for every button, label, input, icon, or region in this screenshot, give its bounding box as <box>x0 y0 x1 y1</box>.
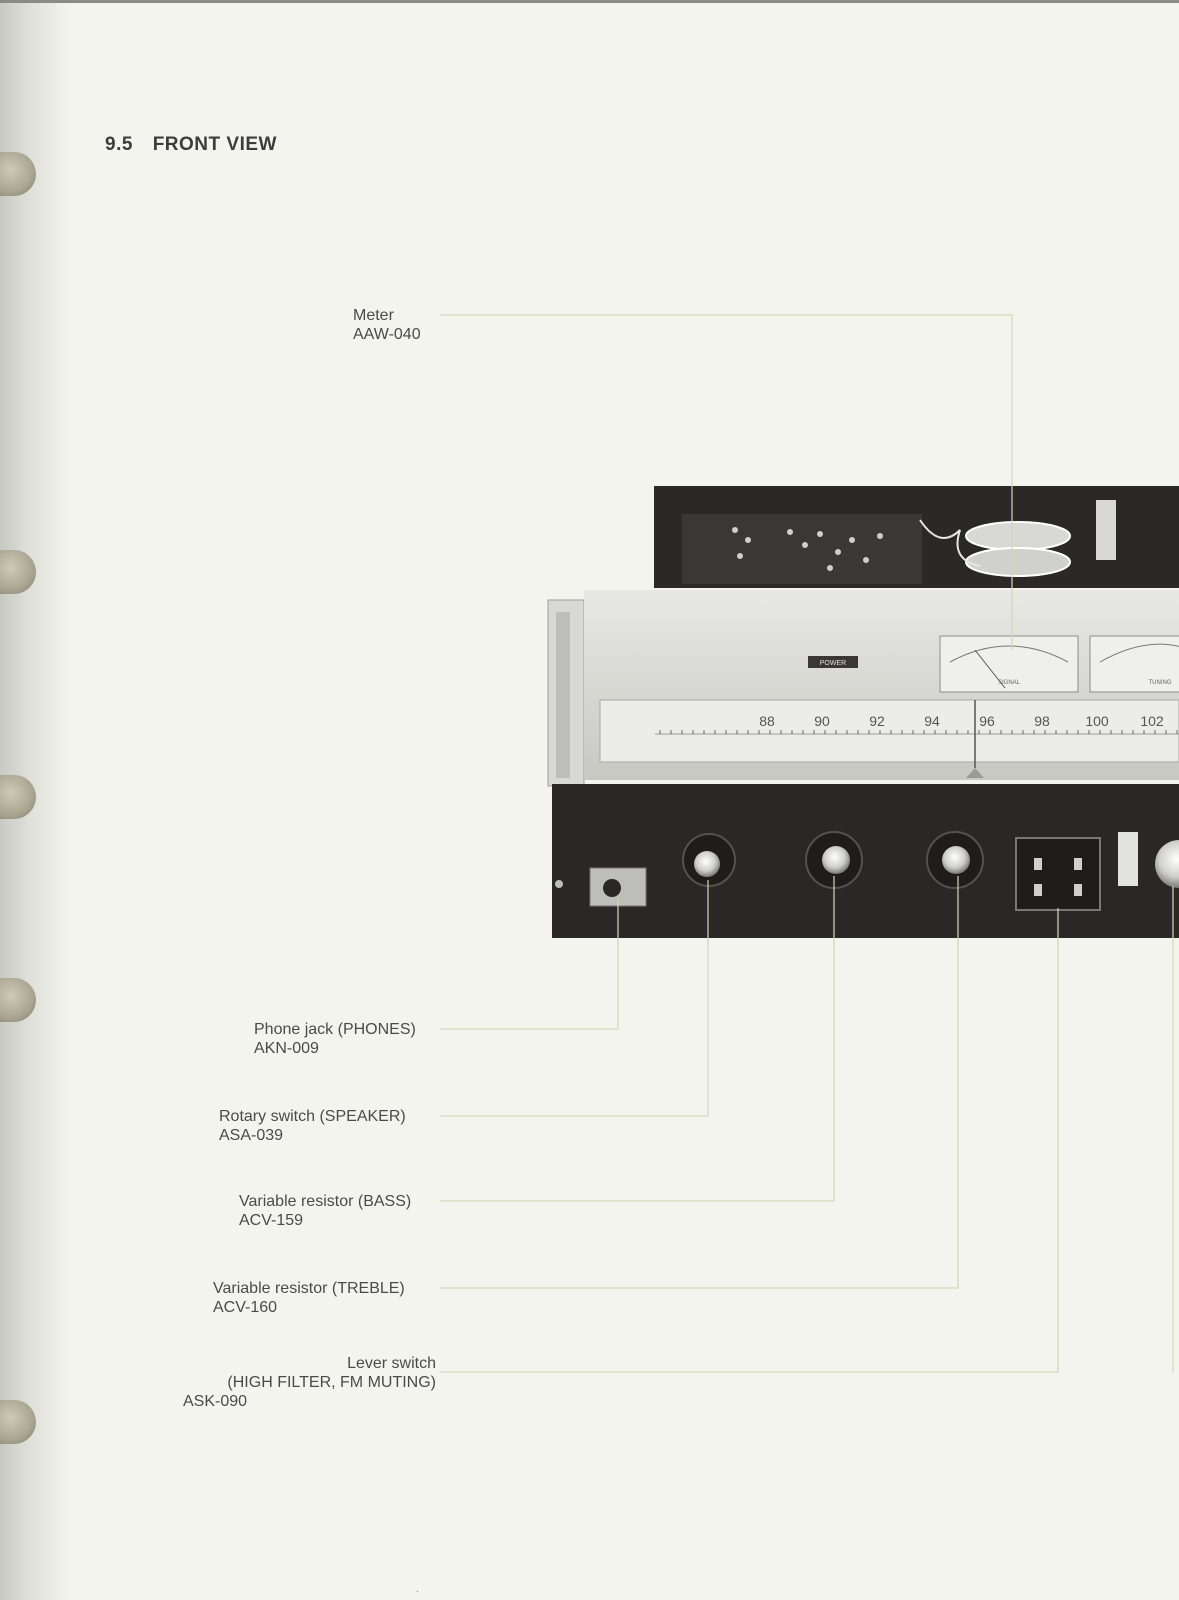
tuning-meter-label: TUNING <box>1149 680 1172 686</box>
tuning-meter <box>1089 635 1179 693</box>
dial-pointer-base <box>966 768 984 778</box>
side-bracket-inner <box>556 612 570 778</box>
dial-number: 102 <box>1140 713 1164 729</box>
callout-lever-switch-name2: (HIGH FILTER, FM MUTING) <box>227 1374 436 1391</box>
callout-treble-name: Variable resistor (TREBLE) <box>213 1280 405 1297</box>
dial-number: 94 <box>924 713 940 729</box>
callout-bass-name: Variable resistor (BASS) <box>239 1193 412 1210</box>
dial-number: 96 <box>979 713 995 729</box>
dial-number: 98 <box>1034 713 1050 729</box>
dial-number: 88 <box>759 713 775 729</box>
callout-bass: Variable resistor (BASS) ACV-159 <box>239 1192 411 1230</box>
callout-lever-switch-name: Lever switch <box>347 1355 436 1372</box>
callout-rotary-switch: Rotary switch (SPEAKER) ASA-039 <box>219 1107 406 1145</box>
section-number: 9.5 <box>105 134 133 155</box>
callout-treble-code: ACV-160 <box>213 1299 278 1316</box>
callout-rotary-switch-code: ASA-039 <box>219 1127 284 1144</box>
rotary-switch-leader <box>440 880 709 1117</box>
callout-bass-code: ACV-159 <box>239 1212 304 1229</box>
callout-phone-jack: Phone jack (PHONES) AKN-009 <box>254 1020 416 1058</box>
lever-switch-panel <box>1015 837 1101 911</box>
lever-switch-leader <box>440 908 1059 1373</box>
signal-meter-needle <box>974 649 1006 689</box>
callout-phone-jack-code: AKN-009 <box>254 1040 319 1057</box>
dial-window <box>599 699 1179 763</box>
leader-lines <box>440 314 1174 1373</box>
dial-number: 100 <box>1085 713 1109 729</box>
dial-scale: 88 90 92 94 96 98 100 102 <box>759 713 1164 729</box>
callout-lever-switch: Lever switch (HIGH FILTER, FM MUTING) AS… <box>183 1354 436 1411</box>
speaker-knob <box>694 851 720 877</box>
dial-number: 92 <box>869 713 885 729</box>
signal-meter <box>939 635 1079 693</box>
binder-ring <box>0 775 36 819</box>
chassis-top <box>654 486 1179 588</box>
callout-meter-name: Meter <box>353 307 394 324</box>
meter-leader <box>440 314 1013 650</box>
page-mark: . <box>416 1584 419 1595</box>
binder-ring <box>0 978 36 1022</box>
power-button <box>808 656 858 668</box>
phone-jack-leader <box>440 898 619 1030</box>
binder-ring <box>0 550 36 594</box>
callout-lever-switch-code: ASK-090 <box>183 1393 248 1410</box>
binder-ring <box>0 1400 36 1444</box>
panel-switch <box>1118 832 1138 886</box>
callout-meter: Meter AAW-040 <box>353 306 421 344</box>
power-label: POWER <box>820 660 846 667</box>
callout-meter-code: AAW-040 <box>353 326 421 343</box>
bass-leader <box>440 876 835 1202</box>
section-title: FRONT VIEW <box>152 134 277 155</box>
top-rule <box>0 0 1179 3</box>
panel-knob-edge <box>1155 840 1179 888</box>
section-heading: 9.5 FRONT VIEW <box>105 134 277 156</box>
callout-treble: Variable resistor (TREBLE) ACV-160 <box>213 1279 405 1317</box>
signal-meter-label: SIGNAL <box>998 680 1021 686</box>
callout-phone-jack-name: Phone jack (PHONES) <box>254 1021 416 1038</box>
binder-ring <box>0 152 36 196</box>
dial-number: 90 <box>814 713 830 729</box>
phones-jack-hole <box>603 879 621 897</box>
bass-knob <box>822 846 850 874</box>
dial-ticks <box>659 730 1178 734</box>
treble-leader <box>440 876 959 1289</box>
callout-rotary-switch-name: Rotary switch (SPEAKER) <box>219 1108 406 1125</box>
treble-knob <box>942 846 970 874</box>
